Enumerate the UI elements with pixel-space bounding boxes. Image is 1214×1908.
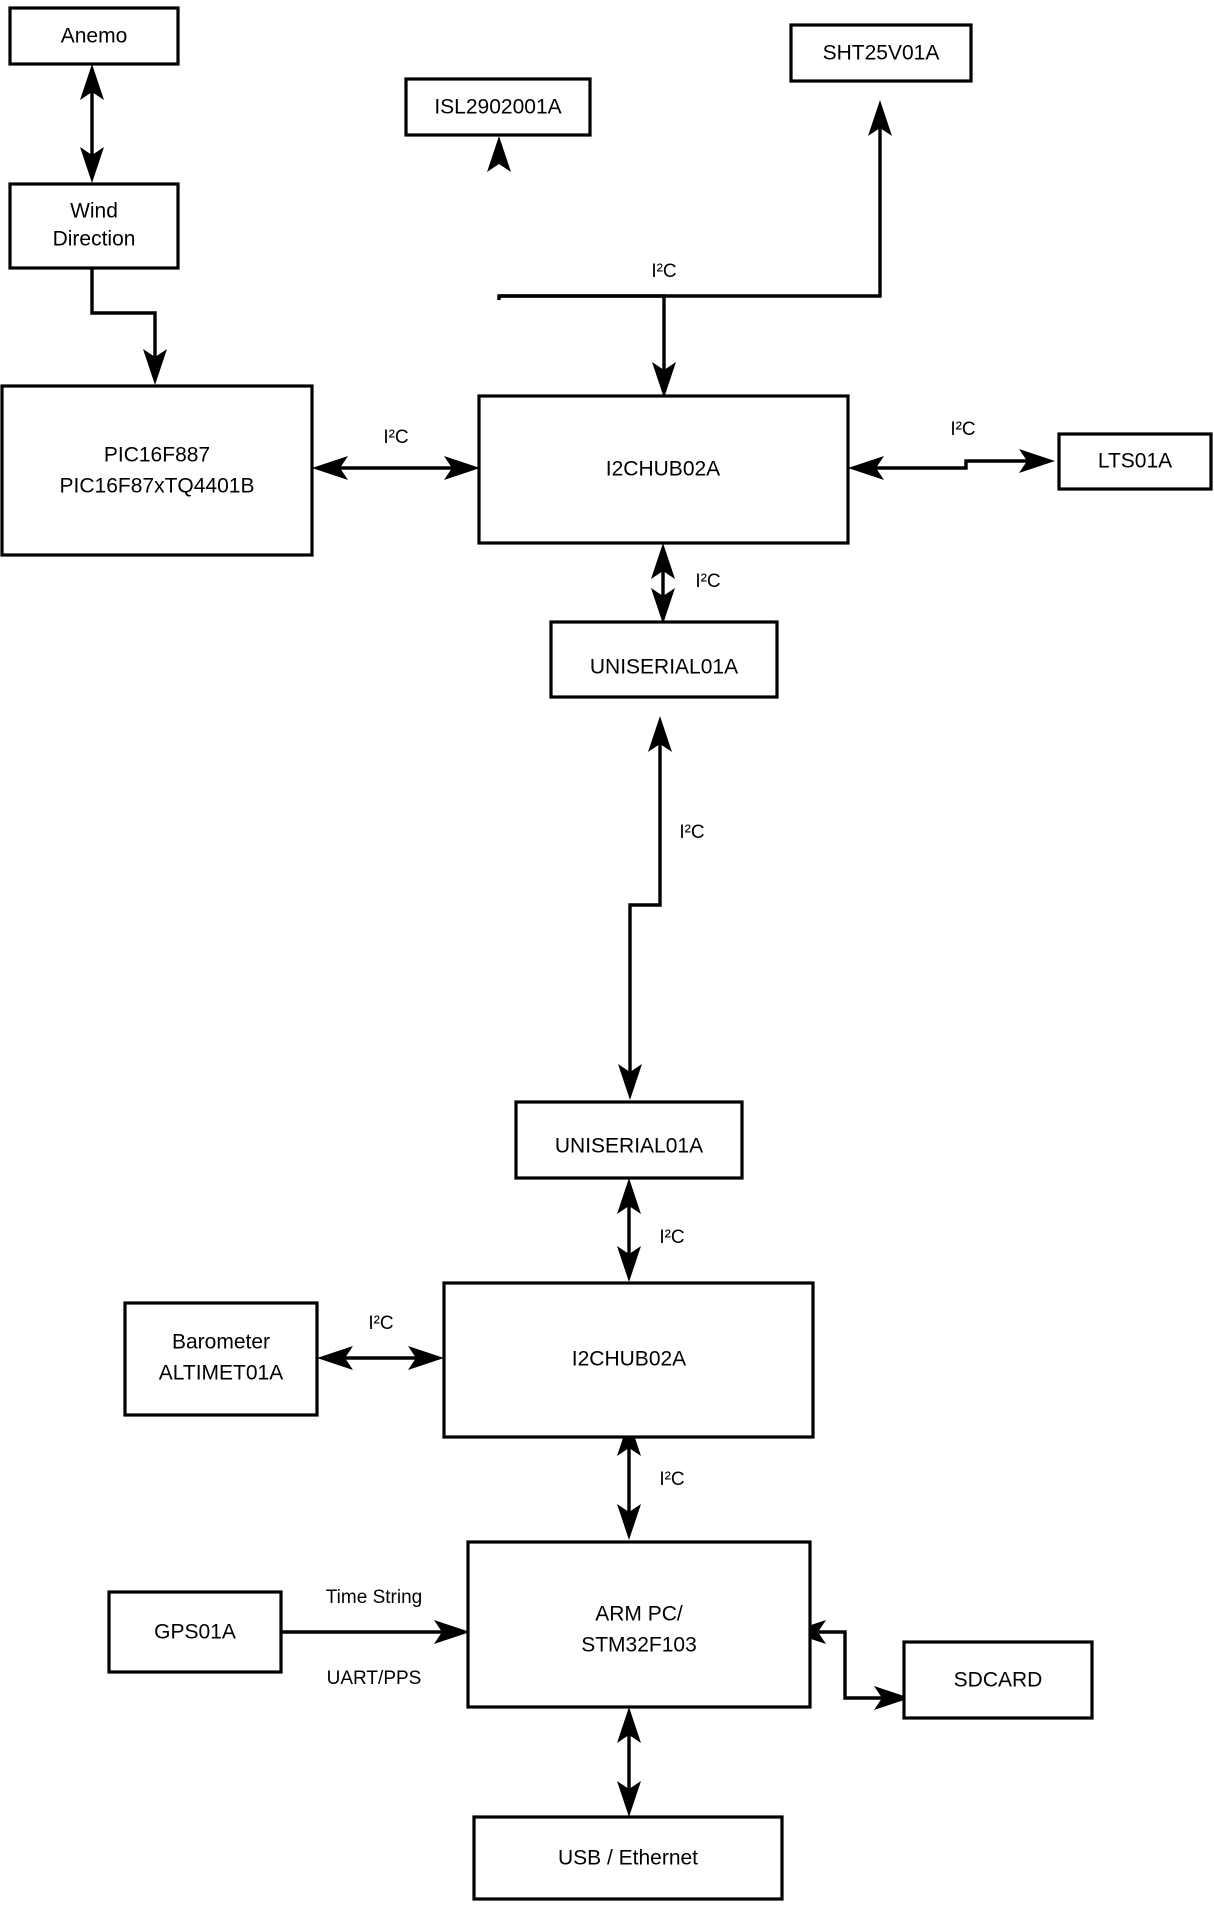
node-gps01a-box[interactable] xyxy=(107,1590,283,1674)
node-lts01a-box[interactable] xyxy=(1057,432,1213,491)
node-gps01a[interactable]: GPS01A xyxy=(107,1590,283,1674)
node-barometer-label-line2: ALTIMET01A xyxy=(159,1362,283,1385)
node-anemo-box[interactable] xyxy=(8,6,180,66)
edge-label-i2c-pic-hub: I²C xyxy=(383,427,408,448)
node-barometer-altimet01a-box[interactable] xyxy=(123,1301,319,1417)
arrowhead-up-icon xyxy=(617,1707,641,1743)
node-isl2902001a-box[interactable] xyxy=(404,77,592,137)
arrowhead-left-icon xyxy=(312,456,348,480)
arrowhead-down-icon xyxy=(617,1504,641,1540)
node-usb-ethernet[interactable]: USB / Ethernet xyxy=(472,1815,784,1901)
arrowhead-right-icon xyxy=(874,1686,910,1710)
node-gps01a-label: GPS01A xyxy=(154,1621,236,1644)
edge-label-i2c-hub-lts: I²C xyxy=(950,419,975,440)
arrowhead-right-icon xyxy=(408,1346,444,1370)
node-arm-pc-label-line1: ARM PC/ xyxy=(595,1603,683,1626)
edge-barometer-hubbottom: I²C xyxy=(317,1313,444,1370)
node-anemo[interactable]: Anemo xyxy=(8,6,180,66)
arrowhead-down-icon xyxy=(617,1781,641,1817)
node-uniserial01a-bottom-label: UNISERIAL01A xyxy=(555,1135,703,1158)
arrowhead-up-icon xyxy=(868,100,892,136)
node-i2chub02a-bottom-label: I2CHUB02A xyxy=(572,1348,686,1371)
node-sdcard-label: SDCARD xyxy=(954,1669,1043,1692)
node-uniserial01a-bottom[interactable]: UNISERIAL01A xyxy=(514,1100,744,1180)
node-lts01a[interactable]: LTS01A xyxy=(1057,432,1213,491)
arrowhead-up-icon xyxy=(651,543,675,579)
node-wind-direction-box[interactable] xyxy=(8,182,180,270)
edge-arm-usb xyxy=(617,1707,641,1817)
edge-unibottom-unitop: I²C xyxy=(618,716,705,1100)
node-arm-pc-label-line2: STM32F103 xyxy=(581,1634,697,1657)
edge-gps-arm: Time String UART/PPS xyxy=(280,1587,470,1689)
node-i2chub02a-top-label: I2CHUB02A xyxy=(606,458,720,481)
edge-label-i2c-sensors-hub: I²C xyxy=(651,261,676,282)
arrowhead-up-icon xyxy=(487,136,511,172)
node-i2chub02a-bottom-box[interactable] xyxy=(442,1281,815,1439)
node-anemo-label: Anemo xyxy=(61,25,128,48)
node-uniserial01a-top-box[interactable] xyxy=(549,620,779,699)
node-barometer-label-line1: Barometer xyxy=(172,1331,270,1354)
edge-anemo-wind xyxy=(80,64,104,183)
edge-hubtop-sensors: I²C xyxy=(487,100,892,398)
edge-pic-hubtop: I²C xyxy=(312,427,480,480)
node-i2chub02a-bottom[interactable]: I2CHUB02A xyxy=(442,1281,815,1439)
node-pic16f887-label-line1: PIC16F887 xyxy=(104,444,210,467)
node-uniserial01a-top[interactable]: UNISERIAL01A xyxy=(549,620,779,699)
node-i2chub02a-top-box[interactable] xyxy=(477,394,850,545)
arrowhead-left-icon xyxy=(317,1346,353,1370)
node-wind-direction-label-line1: Wind xyxy=(70,200,118,223)
arrowhead-left-icon xyxy=(848,456,884,480)
node-i2chub02a-top[interactable]: I2CHUB02A xyxy=(477,394,850,545)
edge-unibottom-hubbottom: I²C xyxy=(617,1178,685,1282)
edge-label-i2c-uni-uni: I²C xyxy=(679,822,704,843)
edge-label-i2c-hub-uni: I²C xyxy=(695,571,720,592)
arrowhead-down-icon xyxy=(80,147,104,183)
node-isl2902001a[interactable]: ISL2902001A xyxy=(404,77,592,137)
arrowhead-up-icon xyxy=(617,1178,641,1214)
node-pic16f887-label-line2: PIC16F87xTQ4401B xyxy=(60,475,255,498)
arrowhead-down-icon xyxy=(143,349,167,385)
edge-hubtop-unitop: I²C xyxy=(651,543,721,624)
node-uniserial01a-top-label: UNISERIAL01A xyxy=(590,656,738,679)
node-sht25v01a[interactable]: SHT25V01A xyxy=(789,23,973,83)
arrowhead-right-icon xyxy=(444,456,480,480)
arrowhead-up-icon xyxy=(648,716,672,752)
node-uniserial01a-bottom-box[interactable] xyxy=(514,1100,744,1180)
arrowhead-up-icon xyxy=(80,64,104,100)
edge-label-i2c-barometer-hub2: I²C xyxy=(368,1313,393,1334)
edge-label-uart-pps: UART/PPS xyxy=(327,1668,422,1689)
edge-label-i2c-uni-hub2: I²C xyxy=(659,1227,684,1248)
arrowhead-down-icon xyxy=(617,1246,641,1282)
edge-hubtop-lts: I²C xyxy=(848,419,1055,480)
node-wind-direction[interactable]: Wind Direction xyxy=(8,182,180,270)
node-pic16f887[interactable]: PIC16F887 PIC16F87xTQ4401B xyxy=(0,384,314,557)
arrowhead-down-icon xyxy=(618,1064,642,1100)
node-sht25v01a-label: SHT25V01A xyxy=(823,42,940,65)
edge-label-time-string: Time String xyxy=(326,1587,422,1608)
edge-label-i2c-hub2-arm: I²C xyxy=(659,1469,684,1490)
node-arm-pc-stm32f103[interactable]: ARM PC/ STM32F103 xyxy=(466,1540,812,1709)
arrowhead-down-icon xyxy=(652,362,676,398)
node-usb-ethernet-box[interactable] xyxy=(472,1815,784,1901)
node-pic16f887-box[interactable] xyxy=(0,384,314,557)
node-isl2902001a-label: ISL2902001A xyxy=(434,96,561,119)
arrowhead-right-icon xyxy=(1019,449,1055,473)
node-sdcard[interactable]: SDCARD xyxy=(902,1640,1094,1720)
node-lts01a-label: LTS01A xyxy=(1098,450,1172,473)
node-wind-direction-label-line2: Direction xyxy=(53,228,136,251)
arrowhead-right-icon xyxy=(434,1620,470,1644)
node-sht25v01a-box[interactable] xyxy=(789,23,973,83)
node-usb-ethernet-label: USB / Ethernet xyxy=(558,1847,698,1870)
node-arm-pc-box[interactable] xyxy=(466,1540,812,1709)
node-barometer-altimet01a[interactable]: Barometer ALTIMET01A xyxy=(123,1301,319,1417)
arrowhead-down-icon xyxy=(651,588,675,624)
node-sdcard-box[interactable] xyxy=(902,1640,1094,1720)
